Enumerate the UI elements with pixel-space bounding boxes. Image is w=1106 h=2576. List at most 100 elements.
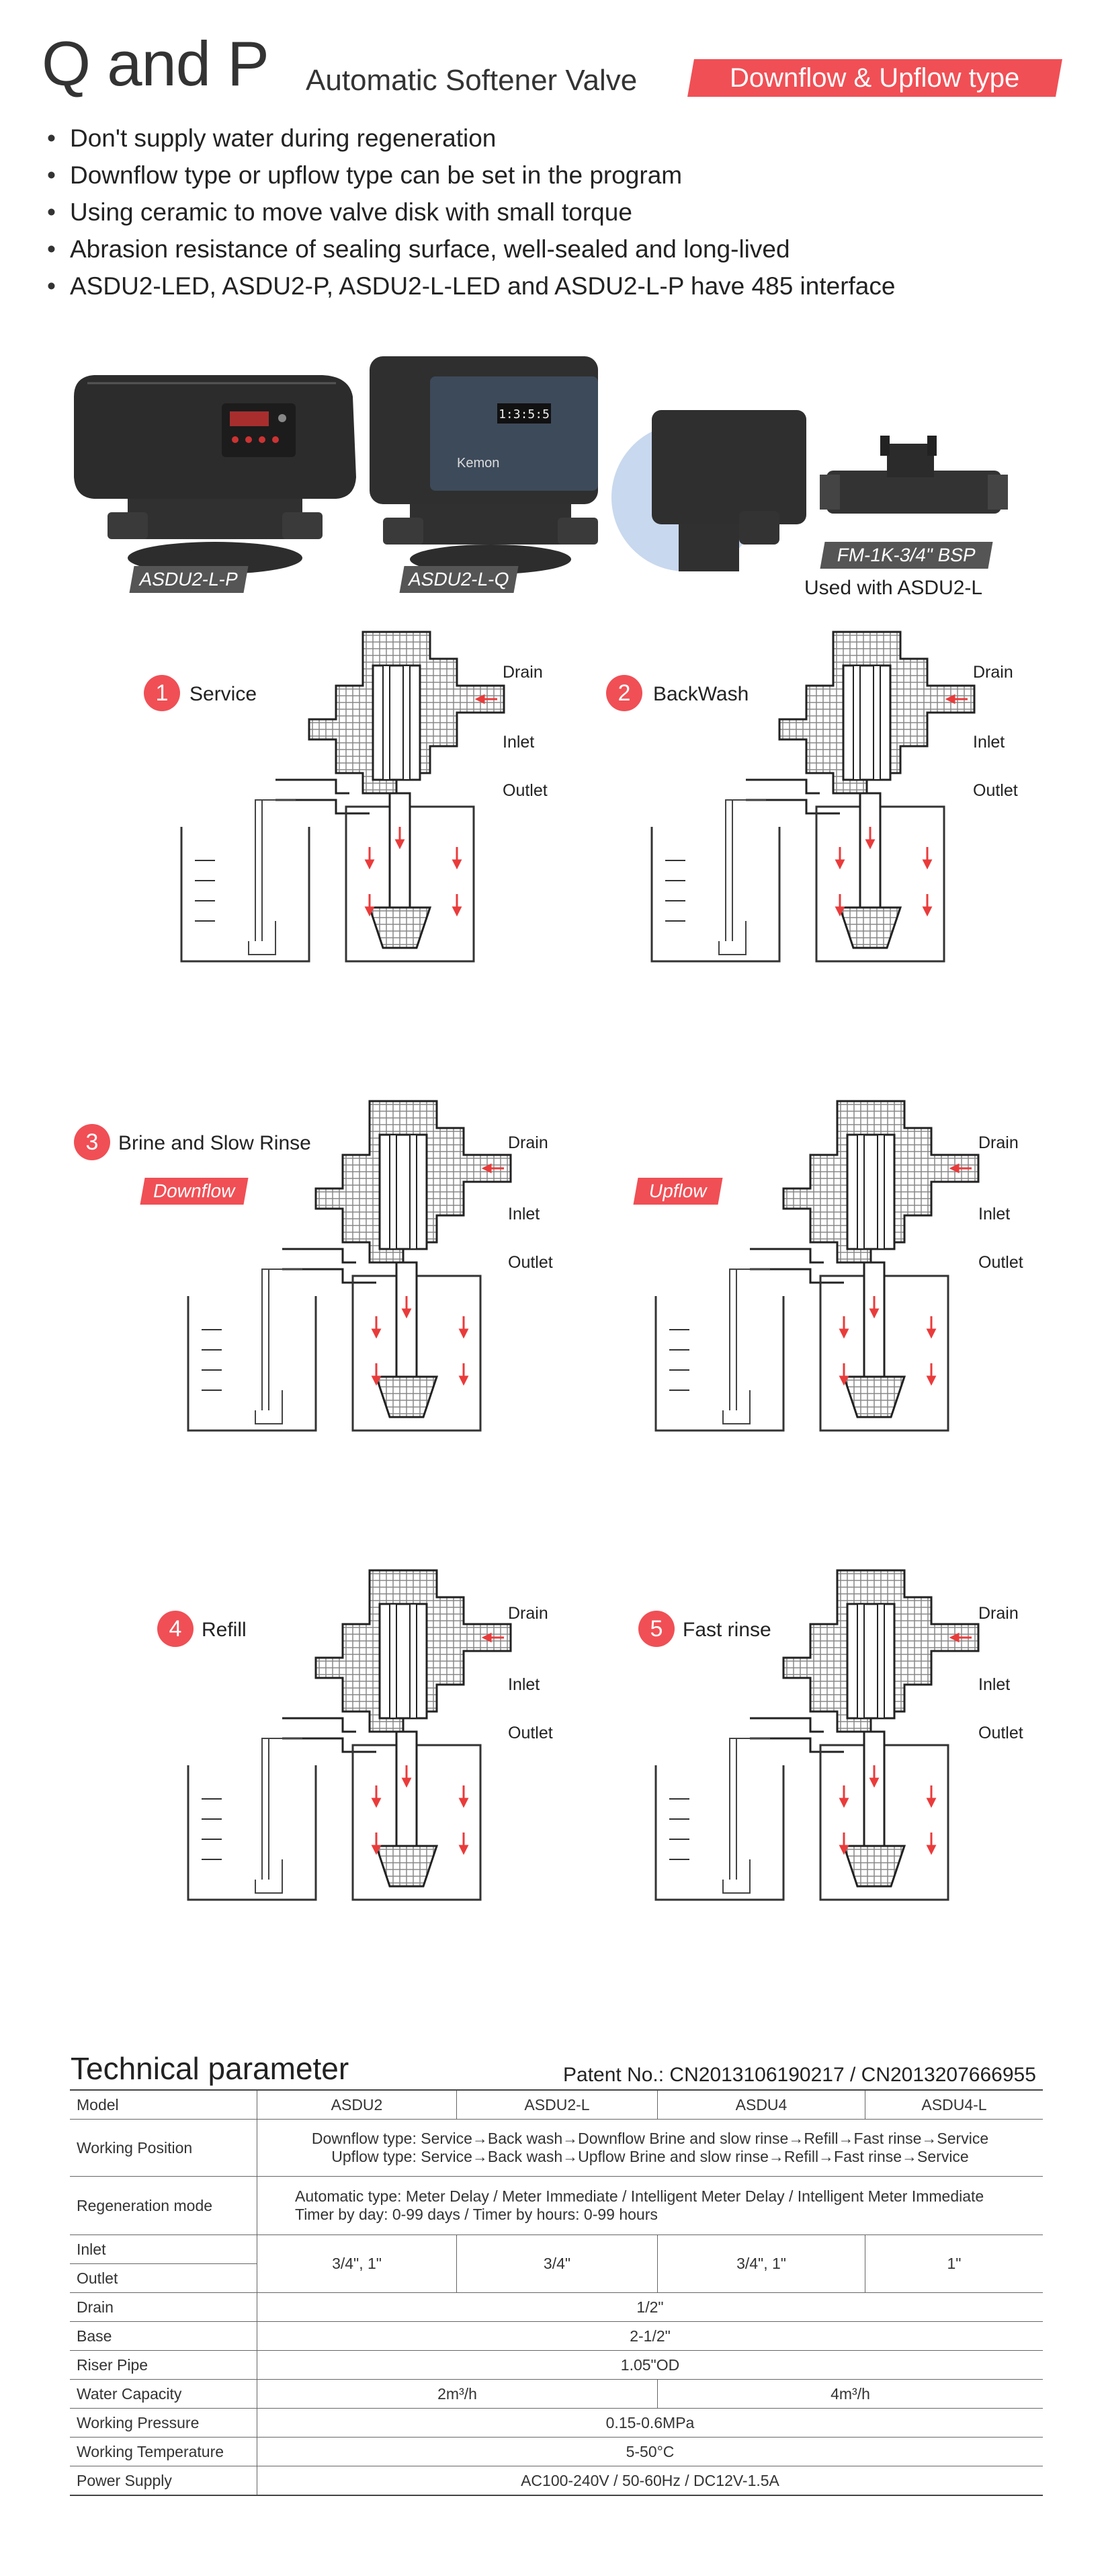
table-cell: 3/4", 1" bbox=[257, 2235, 457, 2293]
table-cell: ASDU2 bbox=[257, 2089, 457, 2120]
page-subtitle: Automatic Softener Valve bbox=[306, 64, 638, 97]
port-label-inlet: Inlet bbox=[973, 733, 1005, 752]
port-label-outlet: Outlet bbox=[503, 781, 548, 800]
port-label-inlet: Inlet bbox=[978, 1205, 1011, 1223]
regen-automatic: Automatic type: Meter Delay / Meter Imme… bbox=[295, 2187, 984, 2205]
table-cell: 1" bbox=[865, 2235, 1043, 2293]
working-position-downflow: Downflow type: Service→Back wash→Downflo… bbox=[311, 2130, 989, 2147]
tech-section-title: Technical parameter bbox=[71, 2051, 349, 2086]
product-label: ASDU2-L-Q bbox=[399, 566, 519, 593]
table-cell: Inlet bbox=[70, 2235, 257, 2264]
step-title: BackWash bbox=[653, 683, 749, 705]
feature-item: Using ceramic to move valve disk with sm… bbox=[42, 194, 895, 231]
feature-list: Don't supply water during regeneration D… bbox=[42, 120, 895, 305]
product-caption: Used with ASDU2-L bbox=[804, 577, 983, 599]
table-cell: Working Position bbox=[70, 2119, 257, 2177]
feature-item: Don't supply water during regeneration bbox=[42, 120, 895, 157]
product-label: ASDU2-L-P bbox=[129, 566, 249, 593]
table-cell: AC100-240V / 50-60Hz / DC12V-1.5A bbox=[257, 2466, 1043, 2496]
table-cell: Base bbox=[70, 2321, 257, 2351]
flow-meter-image bbox=[820, 436, 1008, 514]
table-cell: Working Pressure bbox=[70, 2408, 257, 2438]
step-number-badge: 4 bbox=[157, 1611, 194, 1647]
regen-timer: Timer by day: 0-99 days / Timer by hours… bbox=[295, 2206, 658, 2223]
step-title: Fast rinse bbox=[683, 1619, 771, 1641]
table-cell: Model bbox=[70, 2089, 257, 2120]
table-cell: 2-1/2" bbox=[257, 2321, 1043, 2351]
table-cell: Outlet bbox=[70, 2263, 257, 2293]
table-cell: Water Capacity bbox=[70, 2379, 257, 2409]
table-cell: Power Supply bbox=[70, 2466, 257, 2496]
step-title: Brine and Slow Rinse bbox=[118, 1132, 311, 1154]
table-row: Base 2-1/2" bbox=[70, 2321, 1043, 2351]
table-cell: 5-50°C bbox=[257, 2437, 1043, 2466]
table-row: Working Pressure 0.15-0.6MPa bbox=[70, 2408, 1043, 2438]
downflow-tag: Downflow bbox=[140, 1178, 249, 1205]
table-row: Model ASDU2 ASDU2-L ASDU4 ASDU4-L bbox=[70, 2089, 1043, 2120]
type-tag: Downflow & Upflow type bbox=[687, 59, 1062, 97]
type-tag-label: Downflow & Upflow type bbox=[730, 63, 1020, 93]
patent-number: Patent No.: CN2013106190217 / CN20132076… bbox=[563, 2064, 1036, 2086]
table-cell: Regeneration mode bbox=[70, 2176, 257, 2235]
table-cell: 2m³/h bbox=[257, 2379, 658, 2409]
port-label-inlet: Inlet bbox=[503, 733, 535, 752]
table-row: Inlet 3/4", 1" 3/4" 3/4", 1" 1" bbox=[70, 2235, 1043, 2293]
port-label-drain: Drain bbox=[973, 663, 1013, 682]
port-label-drain: Drain bbox=[503, 663, 543, 682]
table-cell: Automatic type: Meter Delay / Meter Imme… bbox=[257, 2176, 1043, 2235]
working-position-upflow: Upflow type: Service→Back wash→Upflow Br… bbox=[331, 2148, 969, 2165]
table-cell: 1.05"OD bbox=[257, 2350, 1043, 2380]
table-row: Water Capacity 2m³/h 4m³/h bbox=[70, 2379, 1043, 2409]
table-row: Regeneration mode Automatic type: Meter … bbox=[70, 2176, 1043, 2235]
step-number-badge: 1 bbox=[144, 675, 180, 711]
table-cell: Downflow type: Service→Back wash→Downflo… bbox=[257, 2119, 1043, 2177]
port-label-inlet: Inlet bbox=[978, 1675, 1011, 1694]
feature-item: Abrasion resistance of sealing surface, … bbox=[42, 231, 895, 268]
brand-logo: Kemon bbox=[457, 456, 499, 471]
brine-upflow-diagram bbox=[654, 1100, 980, 1432]
port-label-outlet: Outlet bbox=[508, 1724, 553, 1742]
fast-rinse-diagram bbox=[654, 1569, 980, 1901]
table-row: Power Supply AC100-240V / 50-60Hz / DC12… bbox=[70, 2466, 1043, 2496]
table-row: Working Temperature 5-50°C bbox=[70, 2437, 1043, 2466]
page-title: Q and P bbox=[42, 28, 269, 99]
port-label-drain: Drain bbox=[978, 1604, 1019, 1623]
valve-product-image: 1:3:5:5 Kemon bbox=[370, 356, 598, 574]
table-cell: Working Temperature bbox=[70, 2437, 257, 2466]
spec-table: Model ASDU2 ASDU2-L ASDU4 ASDU4-L Workin… bbox=[70, 2089, 1043, 2496]
step-number-badge: 2 bbox=[606, 675, 642, 711]
small-valve-image bbox=[611, 410, 806, 571]
table-cell: 3/4" bbox=[456, 2235, 658, 2293]
table-cell: ASDU2-L bbox=[456, 2089, 658, 2120]
table-cell: 0.15-0.6MPa bbox=[257, 2408, 1043, 2438]
table-row: Drain 1/2" bbox=[70, 2292, 1043, 2322]
upflow-tag: Upflow bbox=[633, 1178, 723, 1205]
step-title: Refill bbox=[202, 1619, 247, 1641]
port-label-outlet: Outlet bbox=[978, 1253, 1023, 1272]
port-label-drain: Drain bbox=[978, 1133, 1019, 1152]
table-cell: Drain bbox=[70, 2292, 257, 2322]
table-cell: ASDU4-L bbox=[865, 2089, 1043, 2120]
table-cell: Riser Pipe bbox=[70, 2350, 257, 2380]
table-row: Outlet bbox=[70, 2263, 1043, 2293]
feature-item: ASDU2-LED, ASDU2-P, ASDU2-L-LED and ASDU… bbox=[42, 268, 895, 305]
port-label-drain: Drain bbox=[508, 1133, 548, 1152]
port-label-drain: Drain bbox=[508, 1604, 548, 1623]
port-label-inlet: Inlet bbox=[508, 1675, 540, 1694]
table-cell: 3/4", 1" bbox=[657, 2235, 865, 2293]
display-readout: 1:3:5:5 bbox=[499, 407, 550, 421]
feature-item: Downflow type or upflow type can be set … bbox=[42, 157, 895, 194]
product-label: FM-1K-3/4" BSP bbox=[820, 542, 993, 569]
table-row: Riser Pipe 1.05"OD bbox=[70, 2350, 1043, 2380]
port-label-outlet: Outlet bbox=[973, 781, 1018, 800]
table-cell: ASDU4 bbox=[657, 2089, 865, 2120]
brine-downflow-diagram bbox=[187, 1100, 512, 1432]
table-cell: 1/2" bbox=[257, 2292, 1043, 2322]
step-title: Service bbox=[189, 683, 257, 705]
table-cell: 4m³/h bbox=[657, 2379, 1043, 2409]
table-row: Working Position Downflow type: Service→… bbox=[70, 2119, 1043, 2177]
port-label-outlet: Outlet bbox=[508, 1253, 553, 1272]
step-number-badge: 5 bbox=[638, 1611, 675, 1647]
port-label-outlet: Outlet bbox=[978, 1724, 1023, 1742]
valve-product-image bbox=[74, 375, 356, 574]
